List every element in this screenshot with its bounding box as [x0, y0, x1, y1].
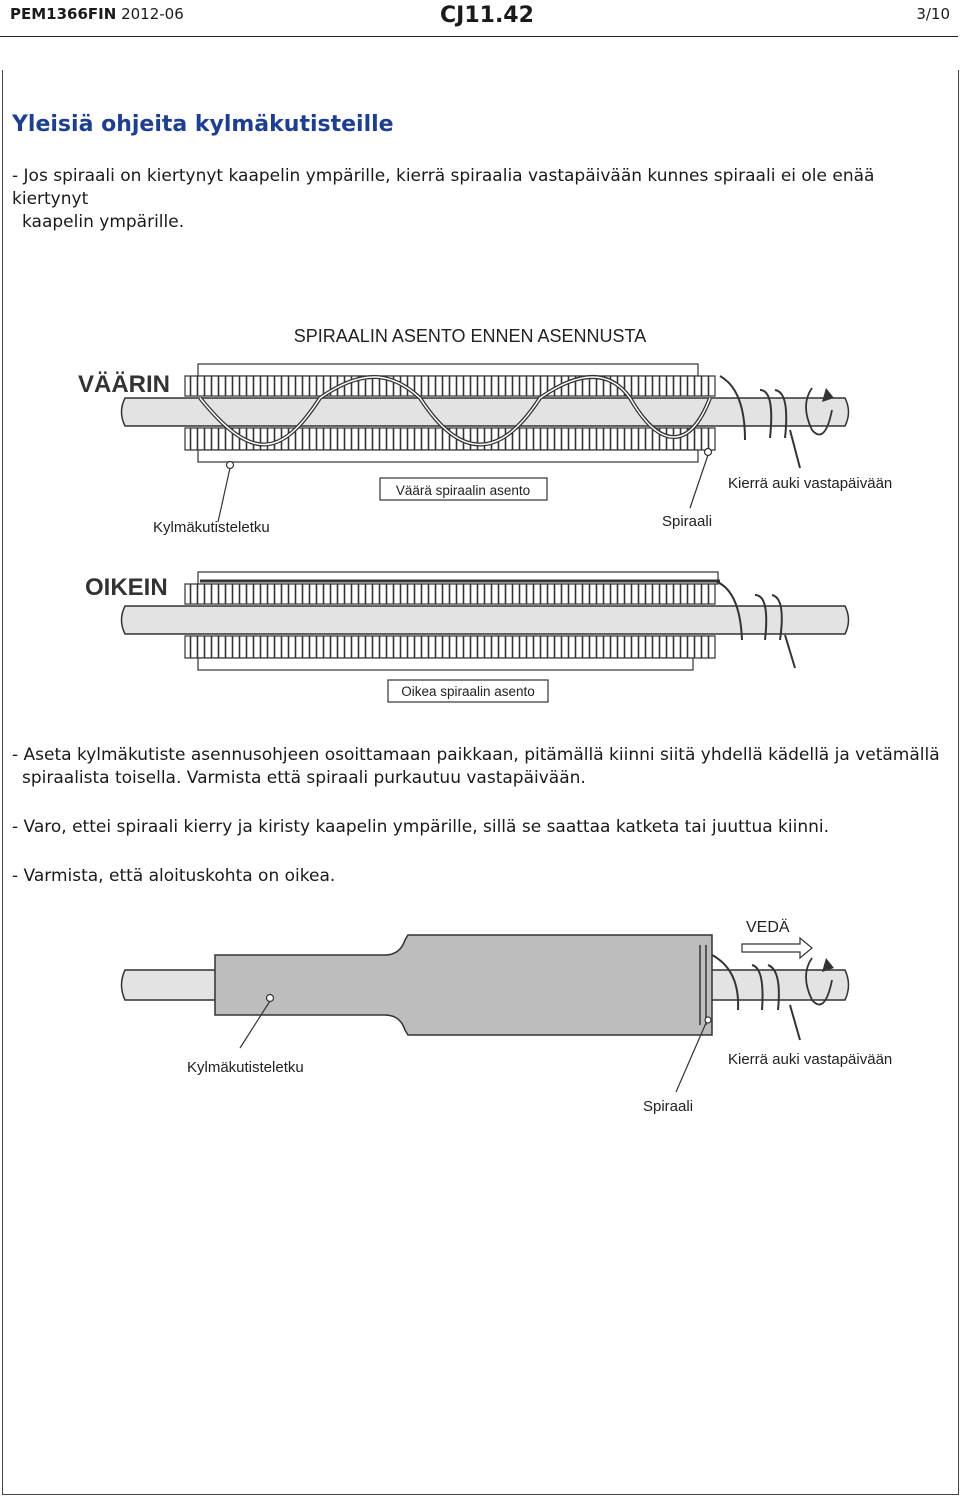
rotate-arrow-icon — [805, 387, 833, 436]
figure-heading: SPIRAALIN ASENTO ENNEN ASENNUSTA — [294, 326, 646, 346]
right-tube-assembly — [120, 571, 850, 671]
product-code: CJ11.42 — [440, 3, 534, 28]
spiral-label-2: Spiraali — [643, 1098, 693, 1115]
wrong-position-box — [379, 477, 548, 501]
wrong-label: VÄÄRIN — [78, 371, 170, 398]
rotate-arrow-icon — [805, 957, 833, 1006]
intro-line-1: - Jos spiraali on kiertynyt kaapelin ymp… — [12, 166, 875, 209]
spiral-label-1: Spiraali — [662, 513, 712, 530]
intro-paragraph: - Jos spiraali on kiertynyt kaapelin ymp… — [12, 165, 942, 234]
wrong-position-text: Väärä spiraalin asento — [396, 483, 530, 498]
wrong-tube-assembly — [120, 363, 850, 523]
intro-line-2: kaapelin ympärille. — [22, 212, 185, 232]
page-header: PEM1366FIN 2012-06 CJ11.42 3/10 — [10, 3, 950, 29]
cold-shrink-tube — [214, 934, 713, 1036]
doc-code: PEM1366FIN 2012-06 — [10, 5, 184, 23]
cable — [120, 605, 850, 635]
right-position-text: Oikea spiraalin asento — [401, 684, 535, 699]
instruction-paragraph-1: - Aseta kylmäkutiste asennusohjeen osoit… — [12, 744, 942, 790]
unwind-label-1: Kierrä auki vastapäivään — [728, 475, 892, 492]
instruction-1-line-1: - Aseta kylmäkutiste asennusohjeen osoit… — [12, 745, 940, 765]
instruction-1-line-2: spiraalista toisella. Varmista että spir… — [22, 768, 586, 788]
right-label: OIKEIN — [85, 574, 168, 601]
right-position-box — [387, 679, 549, 703]
instruction-paragraph-3: - Varmista, että aloituskohta on oikea. — [12, 866, 336, 886]
content-frame — [2, 70, 959, 1495]
unwind-label-2: Kierrä auki vastapäivään — [728, 1051, 892, 1068]
tube-label-1: Kylmäkutisteletku — [153, 519, 270, 536]
pull-arrow-icon — [741, 936, 813, 960]
pull-spiral-diagram: VEDÄ Kierrä auki vastapäivään Kylmäkutis… — [120, 918, 892, 1115]
instruction-paragraph-2: - Varo, ettei spiraali kierry ja kiristy… — [12, 817, 830, 837]
page-number: 3/10 — [916, 5, 950, 23]
doc-date: 2012-06 — [121, 5, 184, 23]
page-title: Yleisiä ohjeita kylmäkutisteille — [12, 112, 394, 137]
tube-label-2: Kylmäkutisteletku — [187, 1059, 304, 1076]
header-rule — [0, 36, 958, 37]
pull-label: VEDÄ — [746, 918, 790, 936]
spiral-position-diagram: SPIRAALIN ASENTO ENNEN ASENNUSTA VÄÄRIN … — [78, 326, 892, 703]
